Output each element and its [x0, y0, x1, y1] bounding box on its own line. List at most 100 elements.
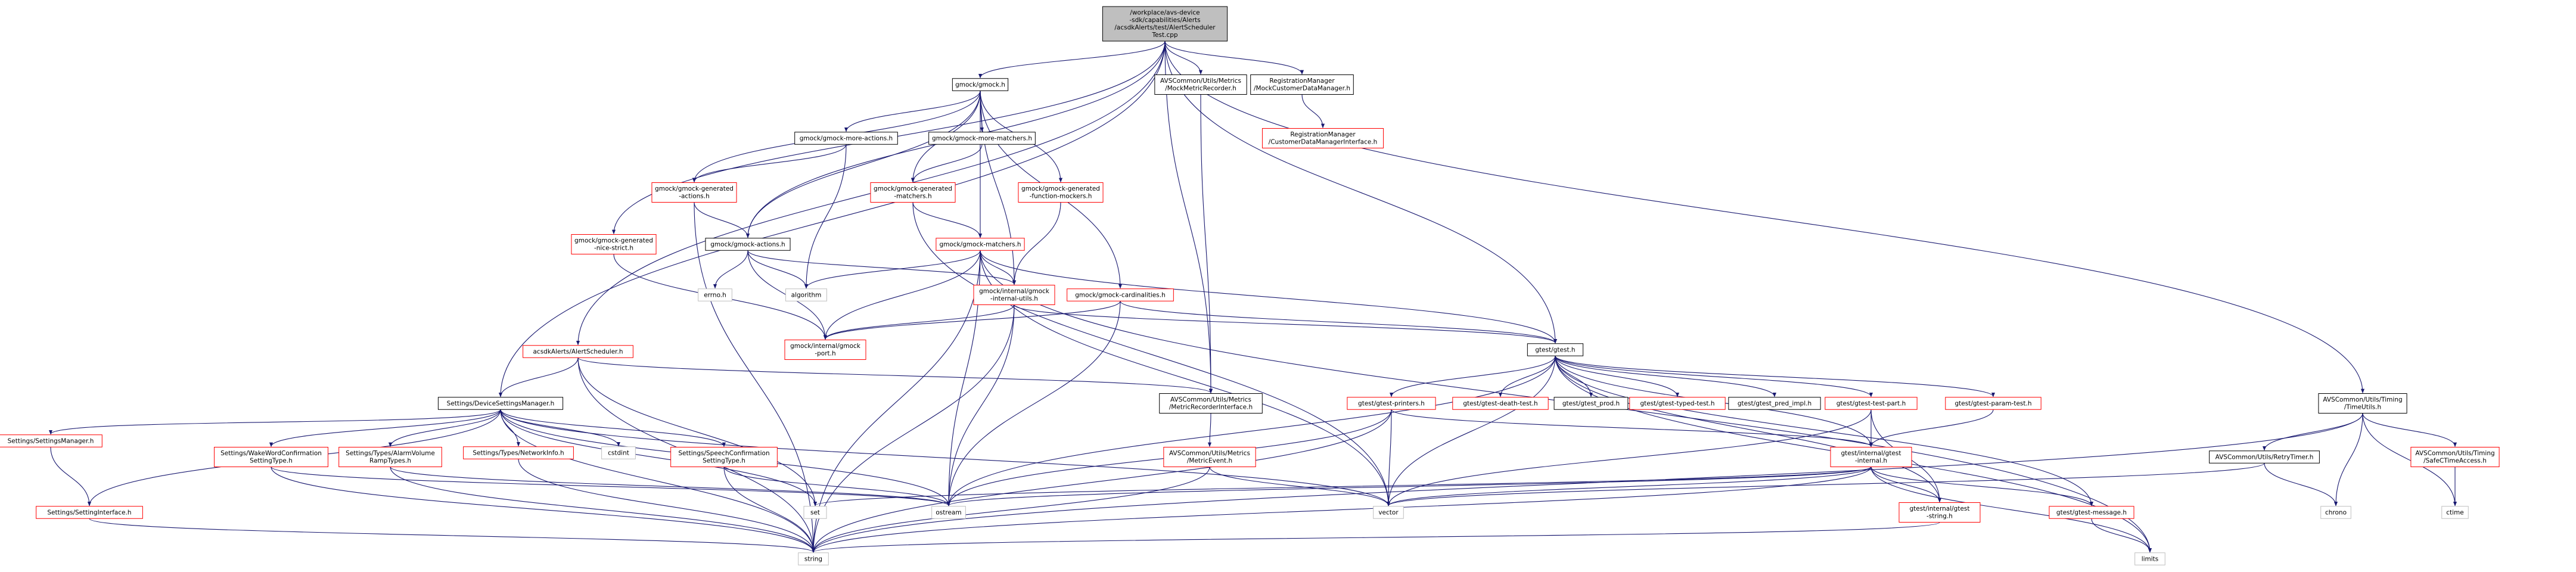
- node-deathtest[interactable]: gtest/gtest-death-test.h: [1452, 397, 1549, 410]
- edge-gteststring-to-string: [812, 522, 1940, 553]
- node-testpart-label-line: gtest/gtest-test-part.h: [1837, 400, 1906, 407]
- node-netinfo[interactable]: Settings/Types/NetworkInfo.h: [463, 446, 574, 459]
- edge-gtestinternal-to-gtestmessage: [1870, 467, 2093, 506]
- edge-timeutils-to-safectime: [2362, 413, 2457, 447]
- edge-gtest-to-vector: [1386, 356, 1556, 506]
- node-regmock-box: [1250, 74, 1354, 95]
- node-gennice-box: [571, 234, 657, 254]
- edge-genmatchers-to-matchers: [912, 202, 983, 238]
- node-metricrec[interactable]: AVSCommon/Utils/Metrics/MetricRecorderIn…: [1159, 393, 1263, 414]
- node-genfunction[interactable]: gmock/gmock-generated-function-mockers.h: [1018, 182, 1104, 203]
- node-testpart[interactable]: gtest/gtest-test-part.h: [1825, 397, 1918, 410]
- node-actions-label-line: gmock/gmock-actions.h: [710, 241, 785, 248]
- edge-matchers-to-string: [811, 250, 981, 553]
- node-gtestinternal[interactable]: gtest/internal/gtest-internal.h: [1830, 447, 1912, 467]
- node-metricevent[interactable]: AVSCommon/Utils/Metrics/MetricEvent.h: [1163, 447, 1256, 467]
- node-gmockport-box: [784, 340, 866, 360]
- node-mockmetric-label-line: /MockMetricRecorder.h: [1165, 85, 1236, 92]
- node-prod[interactable]: gtest/gtest_prod.h: [1553, 397, 1629, 410]
- node-paramtest[interactable]: gtest/gtest-param-test.h: [1945, 397, 2041, 410]
- node-typedtest[interactable]: gtest/gtest-typed-test.h: [1629, 397, 1726, 410]
- node-actions-box: [705, 238, 791, 251]
- edge-gtest-to-gteststring: [1555, 356, 1942, 503]
- edge-metricevent-to-vector: [1209, 467, 1391, 506]
- node-set: set: [803, 506, 827, 519]
- node-internalutils[interactable]: gmock/internal/gmock-internal-utils.h: [973, 285, 1055, 305]
- edge-printers-to-string: [811, 409, 1392, 553]
- node-gtestmessage-label-line: gtest/gtest-message.h: [2056, 509, 2127, 516]
- node-ctime-label-line: ctime: [2446, 509, 2464, 516]
- node-gteststring[interactable]: gtest/internal/gtest-string.h: [1898, 502, 1981, 523]
- edge-genfunction-to-internalutils: [1012, 202, 1061, 285]
- node-ostream-label-line: ostream: [936, 509, 961, 516]
- node-ctime-box: [2441, 506, 2469, 519]
- node-gtest[interactable]: gtest/gtest.h: [1527, 343, 1584, 356]
- edge-genmatchers-to-vector: [912, 202, 1391, 506]
- node-metricevent-label-line: AVSCommon/Utils/Metrics: [1169, 450, 1250, 457]
- edge-gtestinternal-to-gteststring: [1870, 467, 1942, 503]
- node-mockmetric[interactable]: AVSCommon/Utils/Metrics/MockMetricRecord…: [1154, 74, 1247, 95]
- node-moreactions[interactable]: gmock/gmock-more-actions.h: [794, 132, 898, 145]
- node-metricrec-label-line: AVSCommon/Utils/Metrics: [1170, 396, 1251, 403]
- node-internalutils-label-line: gmock/internal/gmock: [979, 288, 1050, 295]
- edge-internalutils-to-gmockport: [823, 304, 1015, 340]
- node-paramtest-label-line: gtest/gtest-param-test.h: [1954, 400, 2031, 407]
- node-retrytimer[interactable]: AVSCommon/Utils/RetryTimer.h: [2209, 450, 2320, 464]
- node-alertsched[interactable]: acsdkAlerts/AlertScheduler.h: [523, 345, 633, 358]
- node-actions[interactable]: gmock/gmock-actions.h: [705, 238, 791, 251]
- node-regmock[interactable]: RegistrationManager/MockCustomerDataMana…: [1250, 74, 1354, 95]
- node-morematchers[interactable]: gmock/gmock-more-matchers.h: [928, 132, 1036, 145]
- edge-matchers-to-gmockport: [823, 250, 981, 340]
- node-gmock[interactable]: gmock/gmock.h: [952, 78, 1009, 91]
- node-genactions-label-line: gmock/gmock-generated: [655, 185, 734, 192]
- node-gteststring-label-line: gtest/internal/gtest: [1909, 505, 1969, 512]
- node-ramp-box: [338, 447, 442, 467]
- edge-retrytimer-to-vector: [1387, 462, 2265, 506]
- node-cstdint-label-line: cstdint: [608, 449, 629, 456]
- node-wakeword[interactable]: Settings/WakeWordConfirmationSettingType…: [214, 447, 328, 467]
- node-timeutils[interactable]: AVSCommon/Utils/Timing/TimeUtils.h: [2318, 393, 2407, 414]
- node-root[interactable]: /workplace/avs-device-sdk/capabilities/A…: [1102, 6, 1228, 42]
- node-metricrec-box: [1159, 393, 1263, 414]
- edge-settingmgr-to-settingiface: [50, 447, 92, 506]
- edge-gtest-to-predimpl: [1555, 356, 1777, 397]
- node-gmockport[interactable]: gmock/internal/gmock-port.h: [784, 340, 866, 360]
- node-gennice[interactable]: gmock/gmock-generated-nice-strict.h: [571, 234, 657, 254]
- node-speechconf-box: [670, 447, 778, 467]
- edge-gtest-to-printers: [1389, 356, 1556, 397]
- node-settingiface-label-line: Settings/SettingInterface.h: [47, 509, 131, 516]
- node-printers-label-line: gtest/gtest-printers.h: [1358, 400, 1425, 407]
- node-settingiface[interactable]: Settings/SettingInterface.h: [36, 506, 143, 519]
- node-errno-box: [698, 288, 732, 301]
- node-matchers-label-line: gmock/gmock-matchers.h: [939, 241, 1021, 248]
- node-predimpl[interactable]: gtest/gtest_pred_impl.h: [1728, 397, 1821, 410]
- node-settingmgr[interactable]: Settings/SettingsManager.h: [0, 434, 102, 447]
- node-speechconf-label-line: Settings/SpeechConfirmation: [678, 450, 769, 457]
- edge-gtestinternal-to-string: [812, 467, 1872, 553]
- node-gennice-label-line: gmock/gmock-generated: [574, 237, 653, 244]
- edge-regmock-to-regiface: [1301, 94, 1325, 129]
- edge-cardinalities-to-gtest: [1120, 301, 1557, 344]
- node-matchers[interactable]: gmock/gmock-matchers.h: [936, 238, 1025, 251]
- node-devsettings[interactable]: Settings/DeviceSettingsManager.h: [437, 397, 564, 410]
- edge-devsettings-to-set: [500, 409, 818, 506]
- node-predimpl-box: [1728, 397, 1821, 410]
- node-safectime[interactable]: AVSCommon/Utils/Timing/SafeCTimeAccess.h: [2410, 447, 2500, 467]
- node-genactions[interactable]: gmock/gmock-generated-actions.h: [651, 182, 737, 203]
- edge-testpart-to-vector: [1386, 409, 1872, 506]
- node-genmatchers[interactable]: gmock/gmock-generated-matchers.h: [870, 182, 956, 203]
- node-gtestmessage[interactable]: gtest/gtest-message.h: [2049, 506, 2134, 519]
- edge-actions-to-errno: [713, 250, 748, 289]
- edge-gmock-to-moreactions: [844, 91, 981, 132]
- node-alertsched-box: [523, 345, 633, 358]
- node-printers[interactable]: gtest/gtest-printers.h: [1347, 397, 1436, 410]
- node-timeutils-label-line: AVSCommon/Utils/Timing: [2323, 396, 2402, 403]
- node-metricevent-label-line: /MetricEvent.h: [1187, 458, 1232, 465]
- node-cstdint: cstdint: [601, 446, 636, 459]
- node-genfunction-label-line: gmock/gmock-generated: [1021, 185, 1100, 192]
- node-regiface[interactable]: RegistrationManager/CustomerDataManagerI…: [1261, 128, 1384, 148]
- node-cardinalities[interactable]: gmock/gmock-cardinalities.h: [1067, 288, 1174, 301]
